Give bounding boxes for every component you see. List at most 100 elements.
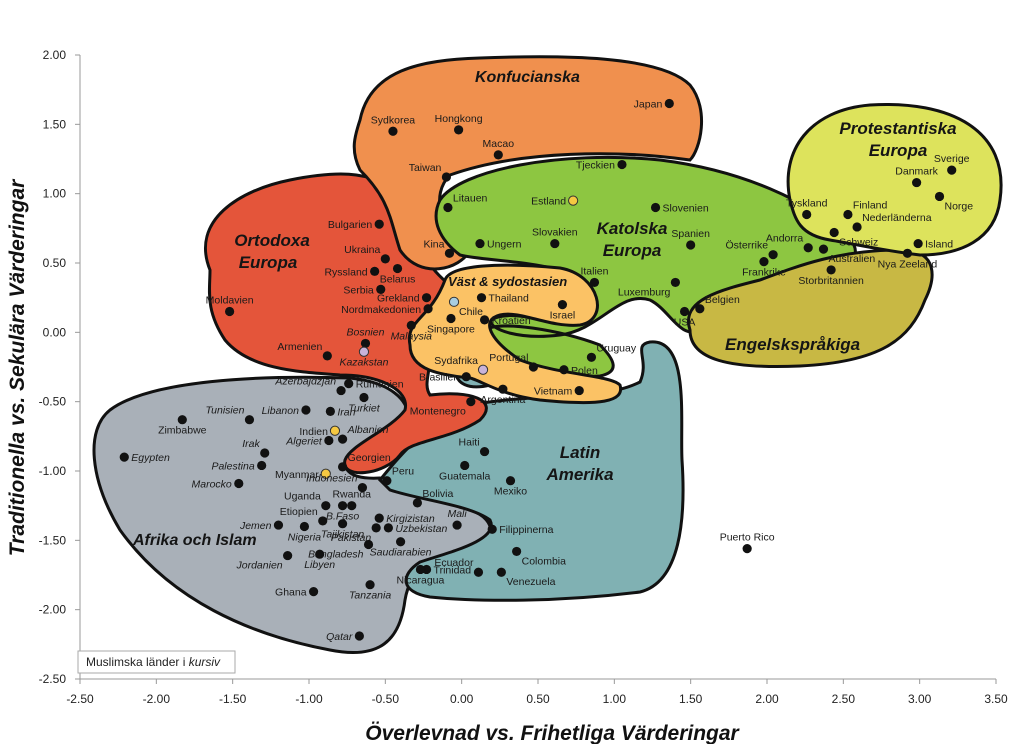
point-label: Puerto Rico [720,532,775,544]
point-label: Myanmar [275,469,319,481]
data-point: Venezuela [496,567,556,588]
point-label: Polen [571,365,598,377]
point-label: Österrike [726,240,769,252]
point-marker [337,519,348,529]
point-label: Vietnam [534,386,573,398]
point-marker [283,550,293,561]
point-label: Macao [483,138,515,150]
point-label: Israel [550,310,576,322]
point-label: Estland [531,196,566,208]
point-marker [473,567,484,577]
point-marker [444,248,455,258]
x-tick-label: 1.50 [679,692,703,706]
y-tick-label: 1.00 [43,187,67,201]
region-label-vast: Väst & sydostasien [448,274,567,289]
data-point: Österrike [726,240,778,260]
point-label: Bolivia [422,488,453,500]
point-marker [477,364,489,375]
data-point: Serbia [343,284,386,296]
legend-note-text: Muslimska länder i [86,655,189,669]
point-label: Mexiko [494,486,527,498]
y-tick-label: 0.00 [43,325,67,339]
data-point: Litauen [443,193,488,213]
point-marker [344,379,354,389]
point-label: Pakistan [331,532,371,544]
data-point: Vietnam [534,386,584,398]
point-marker [664,98,674,109]
point-marker [415,564,426,575]
point-marker [913,238,923,249]
point-label: Turkiet [348,403,380,415]
data-point: Jordanien [236,550,293,572]
point-label: Luxemburg [618,286,671,298]
point-label: B.Faso [326,511,359,523]
point-marker [396,537,406,547]
data-point: Jemen [239,520,284,532]
point-marker [448,296,460,307]
point-label: Chile [459,306,483,318]
point-marker [461,372,471,382]
data-point: Tajikistan [321,519,364,541]
point-label: Nigeria [288,531,321,543]
point-marker [912,177,922,188]
x-tick-label: -2.50 [66,692,94,706]
point-label: Nya Zeeland [878,258,938,270]
point-marker [947,165,957,175]
data-point: Nordmakedonien [341,304,433,316]
point-label: Belarus [380,274,416,286]
point-marker [329,425,341,436]
point-marker [742,544,752,554]
data-point: Indonesien [306,473,368,493]
data-point: Saudiarabien [370,537,432,559]
point-label: Sverige [934,153,970,165]
point-marker [818,244,829,254]
data-point: Frankrike [742,257,786,279]
data-point: Georgien [337,452,391,472]
point-label: Kazakstan [339,357,388,369]
data-point: Kina [423,238,455,258]
data-point: Nya Zeeland [878,248,938,270]
point-marker [371,523,381,533]
data-point: Tunisien [206,405,255,425]
data-point: Qatar [326,631,364,643]
point-label: Tunisien [206,405,245,417]
point-marker [476,293,487,303]
point-marker [382,476,392,486]
data-point: Filippinerna [487,524,554,536]
data-point: Argentina [480,384,526,406]
point-marker [498,384,508,394]
data-point: Kazakstan [339,346,389,369]
data-point: Finland [843,199,888,220]
data-point: Singapore [427,313,475,335]
data-point: Iran [325,406,356,418]
data-point: Irak [242,438,270,458]
point-label: Guatemala [439,470,491,482]
point-label: Venezuela [506,576,555,588]
point-marker [586,352,597,362]
data-point: Mali [447,508,467,530]
point-marker [225,306,235,317]
point-marker [686,240,696,250]
point-label: Albanien [347,424,389,436]
point-marker [322,351,332,361]
point-label: Argentina [480,394,525,406]
data-point: Belgien [695,294,740,314]
point-label: Nederländerna [862,212,932,224]
data-point: Kirgizistan [374,513,435,525]
point-marker [441,172,451,182]
point-marker [852,222,862,232]
point-label: Trinidad [434,564,472,576]
y-tick-label: -1.00 [39,464,67,478]
data-point: Ukraina [344,244,390,264]
region-label-engelsk: Engelskspråkiga [725,335,860,354]
y-tick-label: 0.50 [43,256,67,270]
data-point: Malaysia [391,320,433,342]
point-marker [308,587,319,597]
x-tick-label: 0.00 [450,692,474,706]
point-label: Malaysia [391,330,433,342]
point-marker [324,435,334,446]
data-point: Uganda [284,491,331,511]
point-label: Tanzania [349,590,391,602]
